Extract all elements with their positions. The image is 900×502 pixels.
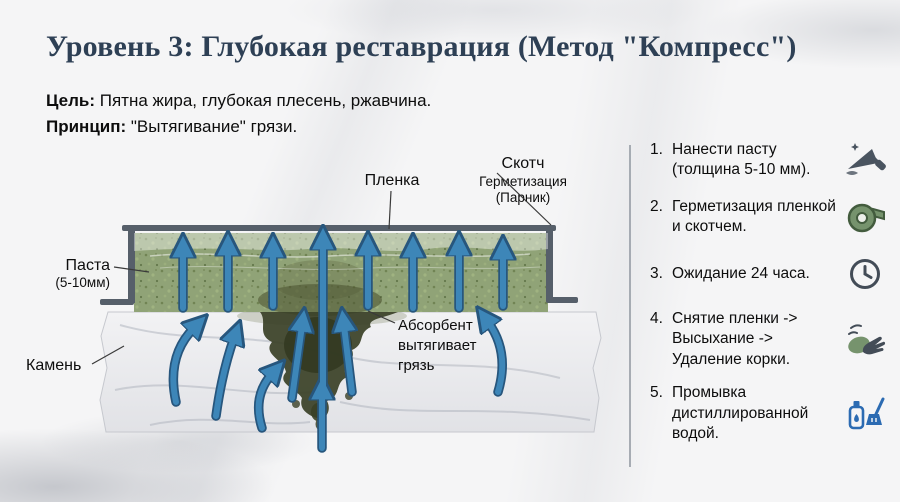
film-frame xyxy=(100,225,578,305)
principle-text: "Вытягивание" грязи. xyxy=(130,116,298,136)
page-title: Уровень 3: Глубокая реставрация (Метод "… xyxy=(46,30,797,63)
step-number: 5. xyxy=(650,384,663,402)
step-number: 2. xyxy=(650,197,663,215)
step-text: Герметизация пленкой и скотчем. xyxy=(672,197,836,235)
diagram-labels: Пленка Скотч Герметизация (Парник) Паста… xyxy=(26,155,567,374)
paste-layer xyxy=(134,233,548,326)
step-text: Промывка дистиллированной водой. xyxy=(672,384,809,443)
step-item: 1. Нанести пасту (толщина 5-10 мм). xyxy=(650,138,888,182)
step-number: 1. xyxy=(650,140,663,158)
step-number: 4. xyxy=(650,310,663,327)
principle-line: Принцип: "Вытягивание" грязи. xyxy=(46,114,431,140)
steps-panel: 1. Нанести пасту (толщина 5-10 мм). 2. Г… xyxy=(650,138,888,445)
paste-label-1: Паста xyxy=(66,257,111,274)
intro-text: Цель: Пятна жира, глубокая плесень, ржав… xyxy=(46,88,431,139)
paste-label-2: (5-10мм) xyxy=(55,275,110,290)
tape-label: Скотч xyxy=(502,155,545,172)
clock-icon xyxy=(842,252,888,296)
goal-label: Цель: xyxy=(46,91,95,110)
hand-wipe-icon xyxy=(842,318,888,362)
step-item: 4. Снятие пленки -> Высыхание -> Удалени… xyxy=(650,309,888,370)
goal-line: Цель: Пятна жира, глубокая плесень, ржав… xyxy=(46,88,431,114)
step-text: Снятие пленки -> Высыхание -> Удаление к… xyxy=(672,310,798,368)
step-text: Ожидание 24 часа. xyxy=(672,264,810,282)
step-item: 2. Герметизация пленкой и скотчем. xyxy=(650,195,888,239)
step-text: Нанести пасту (толщина 5-10 мм). xyxy=(672,140,811,178)
step-item: 3. Ожидание 24 часа. xyxy=(650,252,888,296)
compress-method-diagram: Пленка Скотч Герметизация (Парник) Паста… xyxy=(26,155,602,453)
vertical-divider xyxy=(629,145,631,467)
suction-arrows xyxy=(170,227,514,451)
trowel-icon xyxy=(842,138,888,182)
principle-label: Принцип: xyxy=(46,116,127,136)
water-brush-icon xyxy=(842,392,888,436)
step-item: 5. Промывка дистиллированной водой. xyxy=(650,383,888,444)
absorbent-label-1: Абсорбент xyxy=(398,317,473,334)
film-label: Пленка xyxy=(365,172,420,189)
stone-label: Камень xyxy=(26,357,81,374)
seal-label-1: Герметизация xyxy=(479,174,567,189)
absorbent-label-2: вытягивает xyxy=(398,337,477,354)
step-number: 3. xyxy=(650,264,663,282)
absorbent-label-3: грязь xyxy=(398,357,435,374)
goal-text: Пятна жира, глубокая плесень, ржавчина. xyxy=(99,91,432,110)
tape-icon xyxy=(842,195,888,239)
